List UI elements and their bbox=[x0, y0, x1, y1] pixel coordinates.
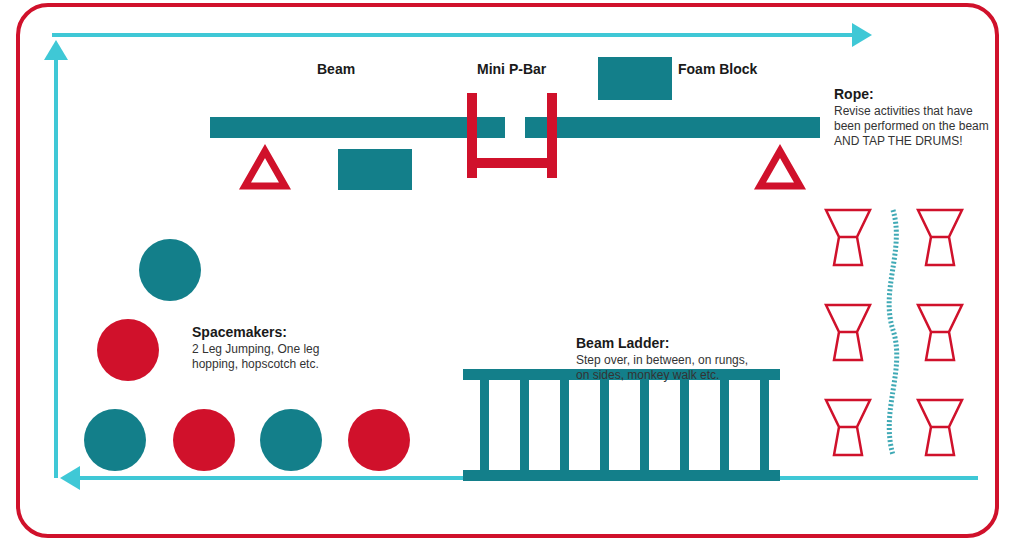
drum bbox=[826, 210, 870, 265]
foam-block bbox=[338, 149, 412, 190]
station-note: Step over, in between, on rungs, on side… bbox=[576, 353, 756, 383]
ladder-rung bbox=[680, 380, 689, 470]
room-border bbox=[18, 5, 997, 536]
ladder-rung bbox=[600, 380, 609, 470]
flow-arrows bbox=[44, 23, 978, 490]
spacemakers bbox=[84, 239, 410, 471]
station-heading: Spacemakers: bbox=[192, 324, 287, 341]
drum bbox=[826, 210, 962, 455]
station-note: Revise activities that have been perform… bbox=[834, 104, 1002, 149]
drum bbox=[826, 305, 870, 360]
mini-p-bar bbox=[467, 93, 557, 178]
beam-stand bbox=[245, 151, 800, 186]
station-heading: Rope: bbox=[834, 86, 874, 103]
ladder-rung bbox=[560, 380, 569, 470]
ladder-rung bbox=[720, 380, 729, 470]
part-name: Mini P-Bar bbox=[477, 61, 546, 78]
ladder-rung bbox=[480, 380, 489, 470]
ladder-rung bbox=[640, 380, 649, 470]
part-name: Beam bbox=[317, 61, 355, 78]
drum bbox=[918, 400, 962, 455]
drum bbox=[826, 400, 870, 455]
beam-ladder bbox=[463, 369, 780, 481]
station-note: 2 Leg Jumping, One leg hopping, hopscotc… bbox=[192, 342, 342, 372]
foam-block bbox=[598, 57, 672, 100]
drum bbox=[918, 210, 962, 265]
part-name: Foam Block bbox=[678, 61, 757, 78]
ladder-rung bbox=[760, 380, 769, 470]
ladder-rung bbox=[520, 380, 529, 470]
rope bbox=[889, 210, 897, 455]
station-heading: Beam Ladder: bbox=[576, 335, 669, 352]
beam bbox=[210, 117, 820, 138]
drum bbox=[918, 305, 962, 360]
